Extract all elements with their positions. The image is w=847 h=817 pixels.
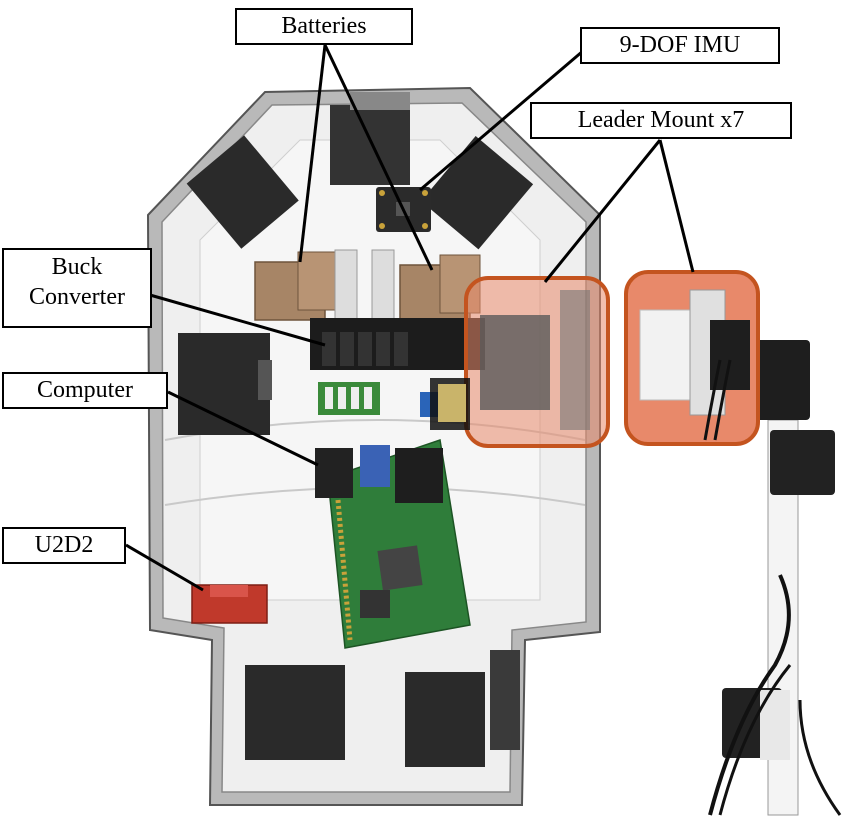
u2d2-label: U2D2 xyxy=(2,527,126,564)
left-side-motor xyxy=(178,333,272,435)
battery-left xyxy=(254,251,339,321)
bottom-motors xyxy=(245,650,520,767)
buck-converter xyxy=(310,318,485,370)
terminal-board xyxy=(318,382,380,415)
computer-label: Computer xyxy=(2,372,168,409)
robot-arm xyxy=(708,340,842,816)
buck-converter-label-line1: Buck xyxy=(51,254,103,280)
buck-converter-label: Buck Converter xyxy=(2,248,152,328)
leader-mount-highlight-arm xyxy=(624,270,760,446)
small-connector xyxy=(420,378,470,430)
u2d2-device xyxy=(191,584,268,624)
leader-mount-label: Leader Mount x7 xyxy=(530,102,792,139)
top-motors xyxy=(186,92,534,250)
batteries-label: Batteries xyxy=(235,8,413,45)
computer-board xyxy=(315,439,471,649)
leader-lines xyxy=(125,43,695,592)
buck-converter-label-line2: Converter xyxy=(29,284,125,310)
leader-mount-highlight-torso xyxy=(464,276,610,448)
imu-label: 9-DOF IMU xyxy=(580,27,780,64)
